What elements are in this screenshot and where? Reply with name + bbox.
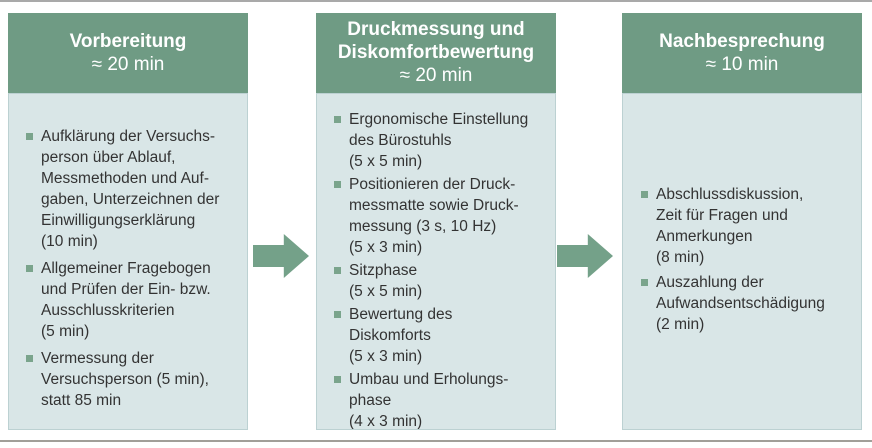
list-item-text: Auszahlung der Aufwandsentschädigung (2 …	[656, 274, 825, 333]
list-item-text: Aufklärung der Versuchs- person über Abl…	[41, 128, 220, 250]
list-item: Sitzphase (5 x 5 min)	[334, 260, 551, 302]
phase-panel-vorbereitung: Vorbereitung ≈ 20 min Aufklärung der Ver…	[8, 13, 248, 430]
list-item-text: Bewertung des Diskomforts (5 x 3 min)	[349, 306, 453, 365]
phase-title: Druckmessung und Diskomfortbewertung	[337, 19, 535, 63]
phase-header: Nachbesprechung ≈ 10 min	[622, 13, 862, 93]
list-item: Umbau und Erholungs- phase (4 x 3 min)	[334, 369, 551, 430]
list-item-text: Allgemeiner Fragebogen und Prüfen der Ei…	[41, 260, 211, 340]
list-item: Bewertung des Diskomforts (5 x 3 min)	[334, 304, 551, 367]
phase-header: Vorbereitung ≈ 20 min	[8, 13, 248, 93]
bullet-square-icon	[334, 181, 341, 188]
phase-duration: ≈ 20 min	[399, 65, 473, 86]
list-item-text: Abschlussdiskussion, Zeit für Fragen und…	[656, 186, 804, 266]
bullet-square-icon	[26, 355, 33, 362]
phase-header: Druckmessung und Diskomfortbewertung ≈ 2…	[316, 13, 556, 93]
bullet-square-icon	[641, 191, 648, 198]
phase-panel-nachbesprechung: Nachbesprechung ≈ 10 min Abschlussdiskus…	[622, 13, 862, 430]
list-item-text: Sitzphase (5 x 5 min)	[349, 262, 423, 300]
list-item: Aufklärung der Versuchs- person über Abl…	[26, 126, 241, 252]
phase-panel-druckmessung: Druckmessung und Diskomfortbewertung ≈ 2…	[316, 13, 556, 430]
phase-body: Aufklärung der Versuchs- person über Abl…	[8, 93, 248, 430]
bullet-square-icon	[641, 279, 648, 286]
bullet-square-icon	[334, 376, 341, 383]
list-item: Abschlussdiskussion, Zeit für Fragen und…	[641, 184, 855, 268]
list-item-text: Positionieren der Druck- messmatte sowie…	[349, 176, 519, 256]
arrow-right-icon	[557, 234, 613, 278]
phase-title: Nachbesprechung	[659, 30, 825, 52]
list-item: Allgemeiner Fragebogen und Prüfen der Ei…	[26, 258, 241, 342]
list-item: Vermessung der Versuchsperson (5 min), s…	[26, 348, 241, 411]
list-item-text: Ergonomische Einstellung des Bürostuhls …	[349, 111, 529, 170]
phase-body: Abschlussdiskussion, Zeit für Fragen und…	[622, 93, 862, 430]
bullet-square-icon	[334, 267, 341, 274]
list-item: Auszahlung der Aufwandsentschädigung (2 …	[641, 272, 855, 335]
bullet-square-icon	[26, 265, 33, 272]
list-item-text: Umbau und Erholungs- phase (4 x 3 min)	[349, 371, 509, 430]
list-item-text: Vermessung der Versuchsperson (5 min), s…	[41, 350, 209, 409]
arrow-right-icon	[253, 234, 309, 278]
bullet-square-icon	[334, 116, 341, 123]
bullet-square-icon	[26, 133, 33, 140]
phase-duration: ≈ 10 min	[705, 53, 779, 75]
phase-duration: ≈ 20 min	[91, 53, 165, 75]
phase-body: Ergonomische Einstellung des Bürostuhls …	[316, 93, 556, 430]
bullet-square-icon	[334, 311, 341, 318]
bottom-border-line	[0, 440, 872, 442]
phase-title: Vorbereitung	[69, 30, 187, 52]
list-item: Positionieren der Druck- messmatte sowie…	[334, 174, 551, 258]
top-border-line	[0, 0, 872, 2]
list-item: Ergonomische Einstellung des Bürostuhls …	[334, 109, 551, 172]
